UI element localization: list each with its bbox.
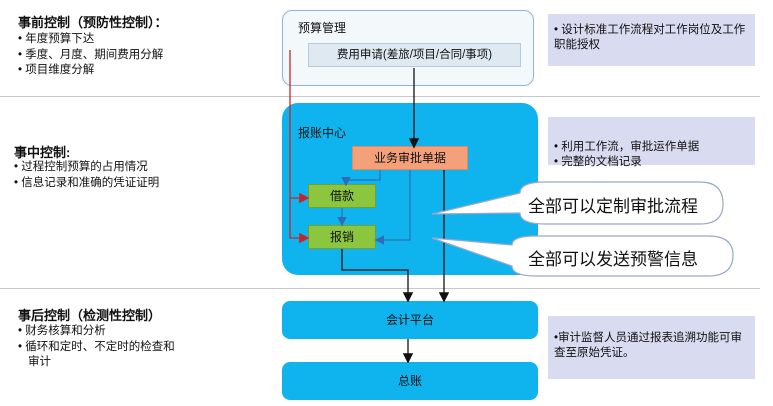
callout-2-bubble (431, 235, 734, 277)
note-workflow-approval-text: • 利用工作流，审批运作单据 • 完整的文档记录 (554, 141, 700, 168)
general-ledger-label: 总账 (397, 374, 422, 388)
reimburse-box: 报销 (308, 225, 376, 249)
pre-control-bullets: • 年度预算下达 • 季度、月度、期间费用分解 • 项目维度分解 (18, 32, 163, 79)
arrow-budget-to-reimburse (289, 198, 310, 244)
list-item: • 信息记录和准确的凭证证明 (14, 176, 160, 189)
note-workflow-design: • 设计标准工作流程对工作岗位及工作 职能授权 (548, 14, 755, 66)
post-control-bullets: • 财务核算和分析 • 循环和定时、不定时的检查和审计 (18, 324, 178, 371)
general-ledger-box: 总账 (282, 362, 538, 400)
post-control-title: 事后控制（检测性控制） (18, 308, 162, 323)
arrow-approval-to-loan (341, 170, 381, 187)
list-item: • 项目维度分解 (18, 64, 95, 76)
callout-warning-info: 全部可以发送预警信息 (528, 250, 698, 269)
arrow-reimburse-to-platform (341, 249, 414, 303)
list-item: • 季度、月度、期间费用分解 (18, 48, 164, 61)
divider-bottom (0, 288, 760, 289)
note-workflow-approval: • 利用工作流，审批运作单据 • 完整的文档记录 (548, 117, 755, 168)
divider-top (0, 96, 760, 97)
expense-apply-box: 费用申请(差旅/项目/合同/事项) (308, 43, 521, 67)
callout-custom-approval: 全部可以定制审批流程 (528, 197, 698, 216)
list-item: • 过程控制预算的占用情况 (14, 161, 148, 173)
accounting-platform-box: 会计平台 (282, 301, 538, 339)
arrow-approval-to-reimburse (374, 170, 411, 245)
budget-mgmt-label: 预算管理 (298, 21, 347, 35)
loan-label: 借款 (329, 189, 354, 203)
note-audit-trace: •审计监督人员通过报表追溯功能可审查至原始凭证。 (548, 316, 755, 379)
pre-control-title: 事前控制（预防性控制）： (18, 15, 168, 30)
list-item: • 财务核算和分析 (18, 325, 106, 337)
callout-1-bubble (431, 181, 724, 225)
biz-approval-label: 业务审批单据 (373, 151, 446, 165)
list-item: • 年度预算下达 (18, 33, 95, 45)
accounting-platform-label: 会计平台 (385, 313, 434, 327)
arrow-budget-to-loan (289, 50, 310, 204)
list-item: • 循环和定时、不定时的检查和审计 (18, 340, 175, 369)
reimburse-label: 报销 (329, 230, 354, 244)
loan-box: 借款 (308, 184, 376, 208)
expense-apply-label: 费用申请(差旅/项目/合同/事项) (336, 49, 493, 61)
mid-control-title: 事中控制: (14, 145, 71, 160)
mid-control-bullets: • 过程控制预算的占用情况 • 信息记录和准确的凭证证明 (14, 160, 159, 191)
reimb-center-label: 报账中心 (298, 126, 347, 140)
